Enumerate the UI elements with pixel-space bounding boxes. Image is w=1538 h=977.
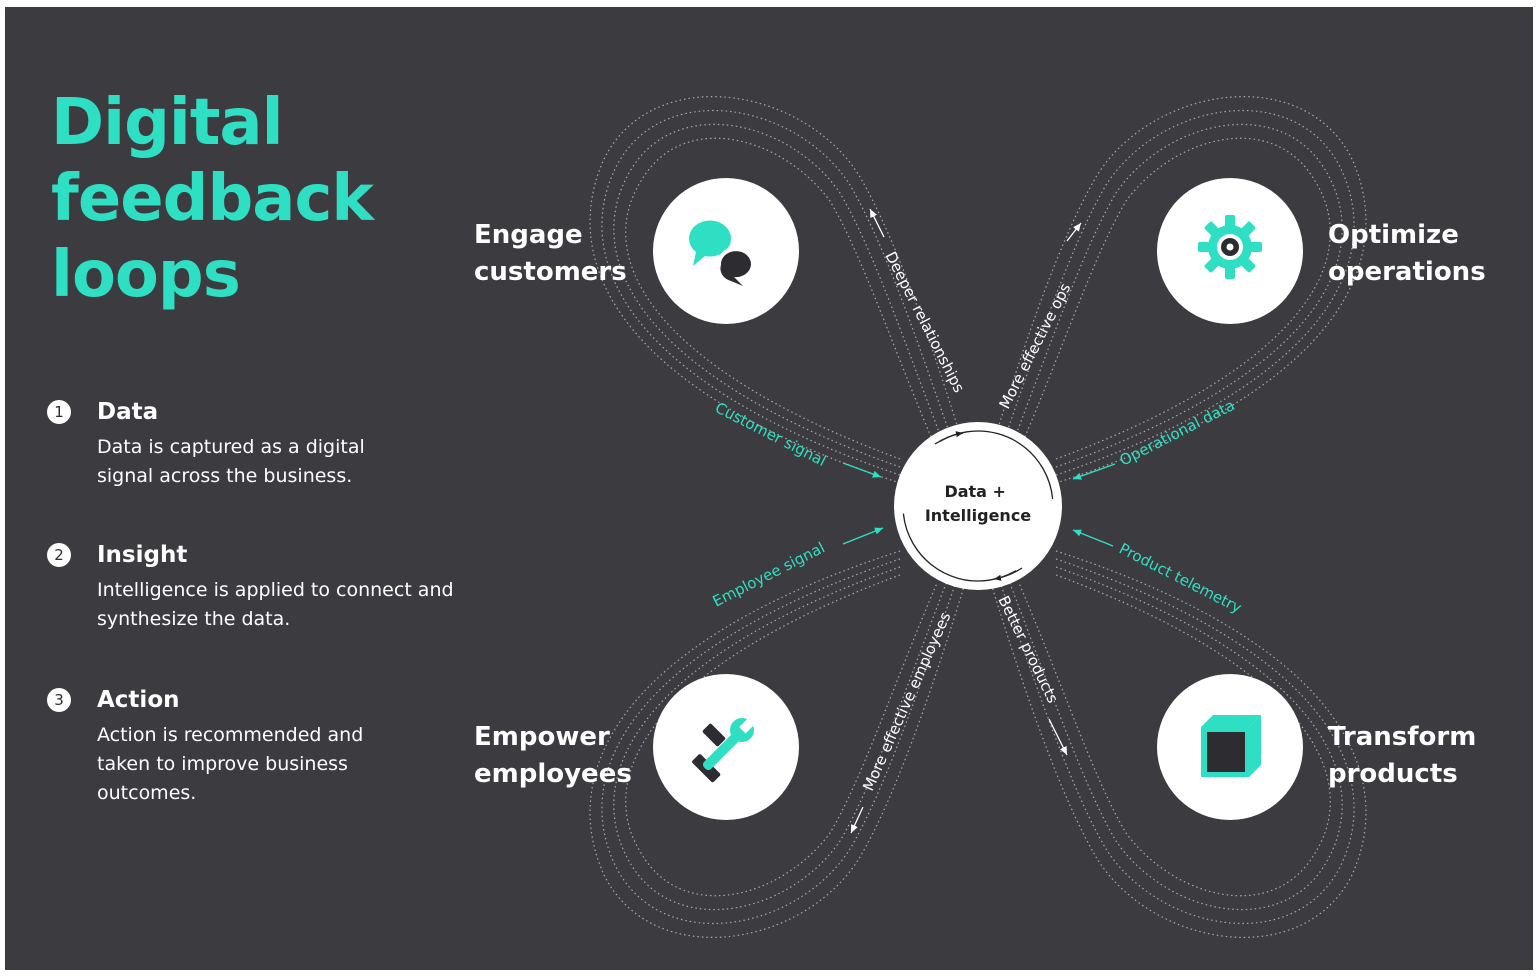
inbound-arrow-customer xyxy=(842,462,882,478)
gear-icon xyxy=(1198,215,1262,279)
transform-products-node xyxy=(1157,674,1303,820)
title-line: Digital xyxy=(51,86,284,160)
flow-label-product-telemetry: Product telemetry xyxy=(1116,540,1245,617)
center-hub: Data + Intelligence xyxy=(894,422,1062,590)
step-title: Data xyxy=(97,399,159,425)
inbound-arrow-operational xyxy=(1072,463,1116,480)
step-number-badge: 2 xyxy=(47,543,71,567)
loop-petal-top-right xyxy=(988,96,1367,484)
center-label: Data + Intelligence xyxy=(925,482,1031,525)
flow-label-employee-signal: Employee signal xyxy=(710,538,828,610)
loop-petal-top-left xyxy=(589,96,968,484)
flow-label-customer-signal: Customer signal xyxy=(712,399,829,470)
outbound-arrow-engage xyxy=(869,208,885,238)
cycle-arrow-bottom xyxy=(993,567,1023,581)
inbound-arrow-employee xyxy=(842,527,884,545)
step-title: Action xyxy=(97,687,180,713)
inbound-arrow-product xyxy=(1072,529,1114,547)
flow-label-more-effective-employees: More effective employees xyxy=(859,609,954,794)
outbound-arrow-empower xyxy=(850,806,864,834)
quadrant-label-empower: Empower employees xyxy=(474,722,632,789)
feedback-loop-diagram: Engage customers Optimize operations Emp… xyxy=(474,96,1486,938)
outbound-arrow-optimize xyxy=(1066,222,1082,242)
outbound-arrow-transform xyxy=(1048,718,1068,756)
engage-customers-node xyxy=(653,178,799,324)
empower-employees-node xyxy=(653,674,799,820)
optimize-operations-node xyxy=(1157,178,1303,324)
flow-label-better-products: Better products xyxy=(994,593,1062,706)
quadrant-label-optimize: Optimize operations xyxy=(1328,220,1486,287)
flow-label-deeper-relationships: Deeper relationships xyxy=(881,249,968,396)
loop-petal-bottom-left xyxy=(589,550,968,938)
step-number-badge: 3 xyxy=(47,688,71,712)
step-description: Action is recommended and taken to impro… xyxy=(97,724,364,804)
step-title: Insight xyxy=(97,542,188,568)
flow-label-operational-data: Operational data xyxy=(1117,396,1238,469)
step-number-badge: 1 xyxy=(47,400,71,424)
quadrant-label-transform: Transform products xyxy=(1328,722,1485,789)
cube-icon xyxy=(1201,715,1261,777)
quadrant-label-engage: Engage customers xyxy=(474,220,627,287)
page-title: Digital feedback loops xyxy=(51,85,374,313)
chat-bubbles-icon xyxy=(688,220,754,286)
tools-icon xyxy=(692,717,756,783)
cycle-arrow-top xyxy=(934,431,964,445)
diagram-canvas: Digital feedback loops 1 Data Data is ca… xyxy=(5,7,1533,970)
title-line: loops xyxy=(51,238,241,312)
loop-petal-bottom-right xyxy=(988,550,1367,938)
step-description: Intelligence is applied to connect and s… xyxy=(97,579,454,630)
title-line: feedback xyxy=(51,162,374,236)
flow-label-more-effective-ops: More effective ops xyxy=(996,280,1075,412)
step-description: Data is captured as a digital signal acr… xyxy=(97,436,365,487)
